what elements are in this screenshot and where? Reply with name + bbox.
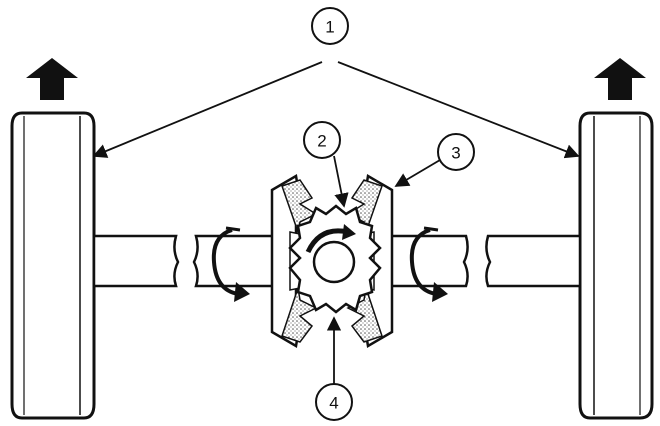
left-wheel bbox=[10, 111, 96, 420]
callout-1-label: 1 bbox=[325, 18, 334, 37]
callout-3: 3 bbox=[437, 133, 475, 171]
callout-4-label: 4 bbox=[329, 394, 338, 413]
callout-2: 2 bbox=[303, 121, 341, 159]
left-axle-shaft bbox=[92, 234, 280, 288]
rotation-arrow-icon bbox=[409, 226, 448, 302]
callout-1: 1 bbox=[311, 7, 349, 45]
callout-4: 4 bbox=[315, 383, 353, 421]
rotation-arrow-icon bbox=[211, 226, 250, 302]
up-arrow-icon bbox=[594, 58, 646, 100]
callout-2-label: 2 bbox=[317, 132, 326, 151]
pinion-gear bbox=[288, 204, 382, 314]
leader-lines bbox=[92, 61, 580, 384]
right-wheel bbox=[578, 111, 654, 420]
right-axle-shaft bbox=[388, 234, 582, 288]
up-arrow-icon bbox=[26, 58, 78, 100]
callout-3-label: 3 bbox=[451, 144, 460, 163]
